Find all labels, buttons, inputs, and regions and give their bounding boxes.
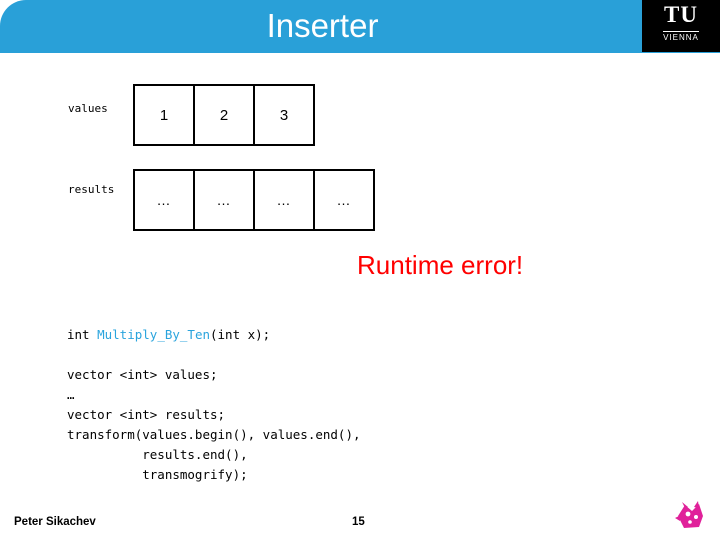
slide-header-band	[0, 0, 720, 57]
vienna-institute-mark-icon	[675, 501, 703, 528]
array-cell: 1	[133, 84, 195, 146]
code-line: transmogrify);	[67, 467, 248, 482]
footer-author: Peter Sikachev	[14, 516, 96, 528]
code-line: results.end(),	[67, 447, 248, 462]
code-line: vector <int> values;	[67, 367, 218, 382]
results-array: … … … …	[133, 169, 375, 231]
runtime-error-annotation: Runtime error!	[357, 250, 524, 280]
code-line: …	[67, 387, 75, 402]
results-row-label: results	[68, 183, 115, 196]
array-cell: …	[253, 169, 315, 231]
code-body: vector <int> values; … vector <int> result…	[67, 365, 361, 485]
array-cell: …	[133, 169, 195, 231]
array-cell: 2	[193, 84, 255, 146]
logo-primary-text: TU	[664, 2, 698, 27]
footer-page-number: 15	[352, 516, 365, 528]
page-title: Inserter	[266, 7, 379, 44]
values-row-label: values	[68, 102, 108, 115]
code-signature: int Multiply_By_Ten(int x);	[67, 325, 270, 345]
array-cell: …	[193, 169, 255, 231]
code-function-name: Multiply_By_Ten	[97, 327, 210, 342]
code-line: vector <int> results;	[67, 407, 226, 422]
code-return-type: int	[67, 327, 98, 342]
logo-secondary-text: VIENNA	[663, 31, 699, 42]
array-cell: 3	[253, 84, 315, 146]
values-array: 1 2 3	[133, 84, 315, 146]
array-cell: …	[313, 169, 375, 231]
tu-vienna-logo: TU VIENNA	[642, 0, 720, 52]
code-arguments: (int x);	[210, 327, 271, 342]
code-line: transform(values.begin(), values.end(),	[67, 427, 361, 442]
